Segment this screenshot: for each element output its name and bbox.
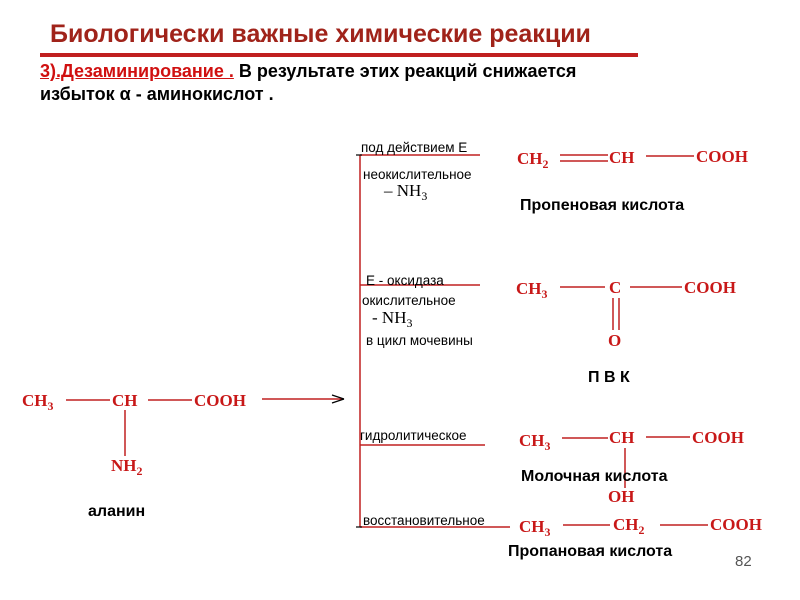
branch-2-label-1: Е - оксидаза [366, 273, 444, 288]
product-3-ch: CH [609, 428, 635, 447]
alanine-cooh: COOH [194, 391, 246, 410]
alanine-ch: CH [112, 391, 138, 410]
product-1-ch: CH [609, 148, 635, 167]
product-1-ch2: CH2 [517, 149, 549, 172]
product-4-cooh: COOH [710, 515, 762, 534]
subtitle-prefix: 3).Дезаминирование . [40, 61, 234, 81]
subtitle-rest: В результате этих реакций снижается [233, 61, 577, 81]
alanine-name: аланин [88, 503, 146, 520]
product-3-oh: OH [608, 487, 635, 506]
branch-1-label-2: неокислительное [363, 167, 472, 182]
branch-1-nh3: – NH3 [384, 181, 428, 204]
product-4-ch3: CH3 [519, 517, 551, 540]
product-3-cooh: COOH [692, 428, 744, 447]
subtitle-line-1: 3).Дезаминирование . В результате этих р… [40, 61, 576, 82]
subtitle-line-2: избыток α - аминокислот . [40, 84, 274, 104]
product-3-ch3: CH3 [519, 431, 551, 454]
page-number: 82 [735, 553, 752, 570]
product-2-c: C [609, 278, 622, 297]
product-4-name: Пропановая кислота [508, 543, 673, 560]
branch-1-label-1: под действием Е [361, 140, 468, 155]
product-1-cooh: COOH [696, 147, 748, 166]
alanine-nh2: NH2 [111, 456, 143, 479]
product-2-ch3: CH3 [516, 279, 548, 302]
branch-4-label-1: восстановительное [363, 513, 485, 528]
product-4-ch2: CH2 [613, 515, 645, 538]
title-underline [40, 53, 638, 57]
branch-2-label-3: в цикл мочевины [366, 333, 473, 348]
branch-3-label-1: гидролитическое [360, 428, 467, 443]
product-3-name: Молочная кислота [521, 468, 668, 485]
slide-title: Биологически важные химические реакции [50, 20, 591, 48]
product-2-name: П В К [588, 369, 630, 386]
product-1-name: Пропеновая кислота [520, 197, 685, 214]
alanine-ch3: CH3 [22, 391, 54, 414]
product-2-cooh: COOH [684, 278, 736, 297]
branch-2-label-2: окислительное [362, 293, 456, 308]
product-2-oxygen: O [608, 331, 622, 350]
branch-2-nh3: - NH3 [372, 308, 413, 331]
